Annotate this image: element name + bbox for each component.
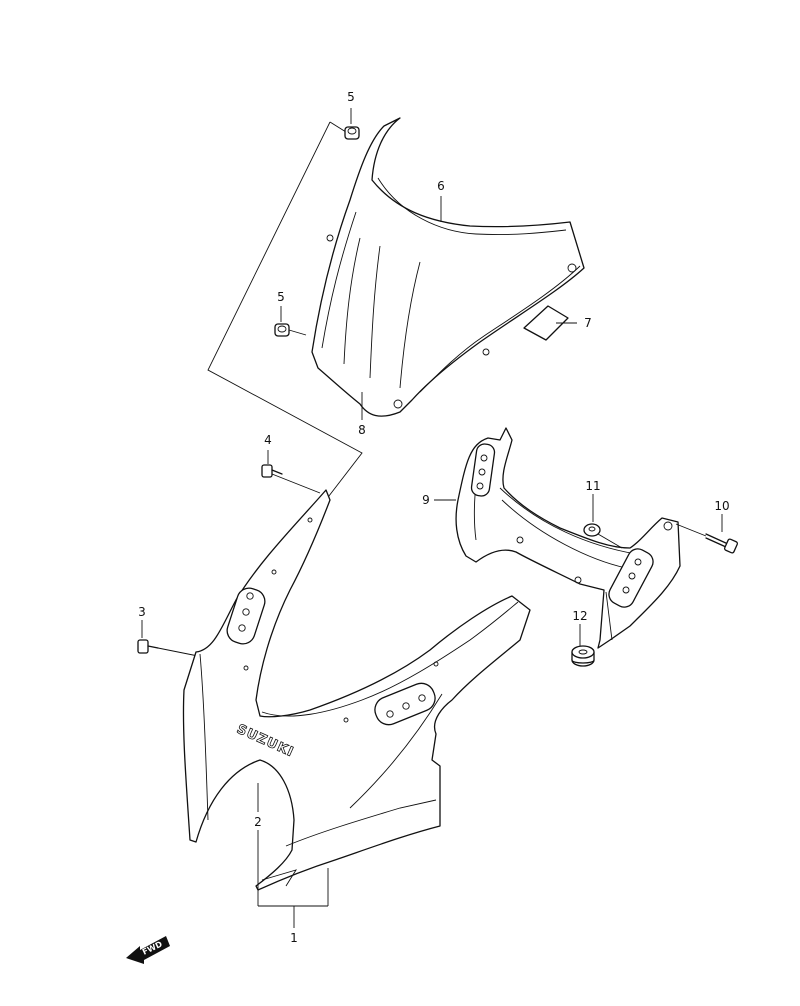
label-part-5-mid: 5 [277, 290, 285, 304]
label-part-5-top: 5 [347, 90, 355, 104]
upper-cowling[interactable] [182, 489, 531, 891]
leader-lines [141, 108, 723, 928]
part-number-labels: 5 6 5 7 8 4 3 9 11 10 12 2 1 [138, 90, 729, 945]
label-part-3: 3 [138, 605, 146, 619]
label-part-1: 1 [290, 931, 298, 945]
cowling-brace[interactable] [455, 427, 681, 649]
windscreen[interactable] [311, 117, 585, 417]
grommet-top[interactable] [344, 126, 360, 140]
label-part-4: 4 [264, 433, 272, 447]
label-part-2: 2 [254, 815, 262, 829]
windscreen-group-frame [207, 121, 363, 506]
label-part-12: 12 [572, 609, 587, 623]
fwd-arrow-icon: FWD [126, 936, 170, 964]
label-part-10: 10 [714, 499, 729, 513]
label-part-11: 11 [585, 479, 600, 493]
bolt-4[interactable] [261, 464, 321, 494]
label-part-6: 6 [437, 179, 445, 193]
cushion-pad[interactable] [523, 305, 569, 341]
label-part-9: 9 [422, 493, 430, 507]
grommet-mid[interactable] [274, 323, 307, 337]
nut-11[interactable] [583, 523, 623, 549]
label-part-8: 8 [358, 423, 366, 437]
bolt-10[interactable] [675, 523, 739, 554]
grommet-12[interactable] [571, 645, 595, 667]
label-part-7: 7 [584, 316, 592, 330]
